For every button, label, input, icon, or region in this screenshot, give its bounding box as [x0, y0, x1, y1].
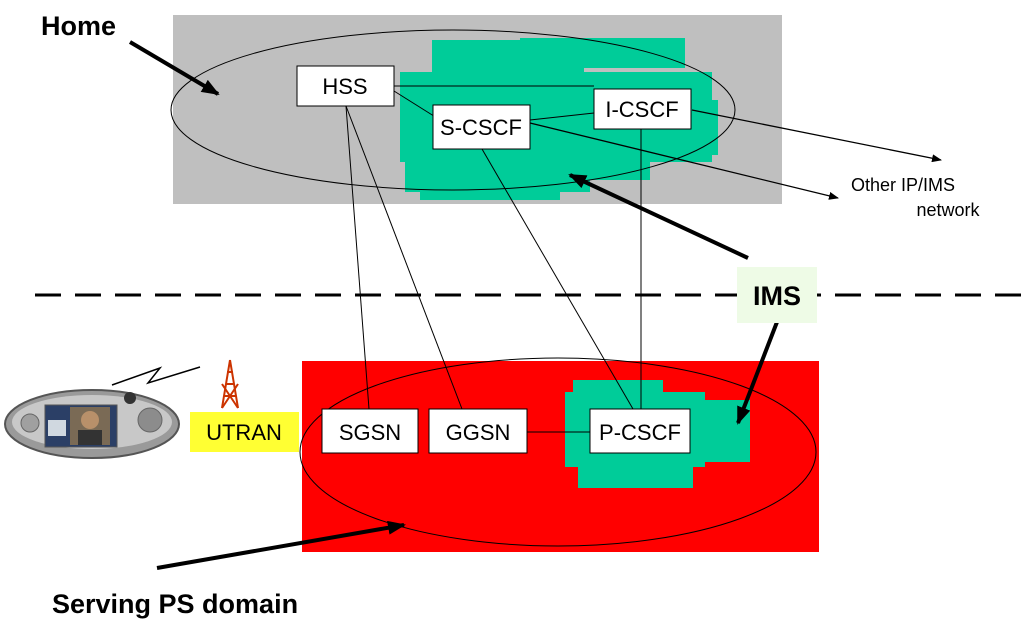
link-hss-ggsn — [345, 105, 463, 410]
arrow-scscf-other — [529, 122, 839, 200]
node-hss-label: HSS — [322, 74, 367, 99]
other-network-label-line1: Other IP/IMS — [851, 175, 955, 195]
radio-antenna-icon — [221, 359, 239, 409]
arrow-ims-to-serving-cloud — [736, 321, 779, 425]
link-scscf-pcscf — [481, 148, 634, 410]
mobile-terminal-icon — [4, 389, 180, 459]
interface-lines — [345, 85, 642, 433]
ims-label: IMS — [737, 267, 817, 323]
other-network-label-line2: network — [916, 200, 980, 220]
home-domain-title: Home — [41, 11, 116, 41]
link-hss-sgsn — [345, 105, 370, 410]
node-scscf[interactable]: S-CSCF — [432, 104, 531, 150]
link-scscf-icscf — [529, 112, 595, 121]
node-scscf-label: S-CSCF — [440, 115, 522, 140]
serving-domain-title: Serving PS domain — [52, 589, 298, 619]
node-hss[interactable]: HSS — [296, 65, 395, 107]
ims-label-text: IMS — [753, 281, 801, 311]
link-hss-scscf — [393, 90, 438, 119]
node-icscf[interactable]: I-CSCF — [593, 88, 692, 130]
home-network-ellipse — [170, 29, 736, 191]
external-arrows — [529, 109, 942, 200]
arrow-icscf-other — [691, 109, 942, 163]
arrow-home-pointer — [128, 40, 220, 96]
arrow-ims-to-home-cloud — [568, 173, 749, 260]
node-pcscf[interactable]: P-CSCF — [589, 408, 691, 454]
pointer-arrows — [128, 40, 779, 570]
node-sgsn[interactable]: SGSN — [321, 408, 419, 454]
node-utran-label: UTRAN — [206, 420, 282, 445]
lightning-link-icon — [111, 366, 201, 386]
node-ggsn-label: GGSN — [446, 420, 511, 445]
arrow-serving-pointer — [156, 520, 406, 570]
node-pcscf-label: P-CSCF — [599, 420, 681, 445]
node-icscf-label: I-CSCF — [605, 97, 678, 122]
node-ggsn[interactable]: GGSN — [428, 408, 528, 454]
node-utran[interactable]: UTRAN — [190, 412, 299, 452]
serving-network-ellipse — [299, 357, 817, 547]
node-sgsn-label: SGSN — [339, 420, 401, 445]
